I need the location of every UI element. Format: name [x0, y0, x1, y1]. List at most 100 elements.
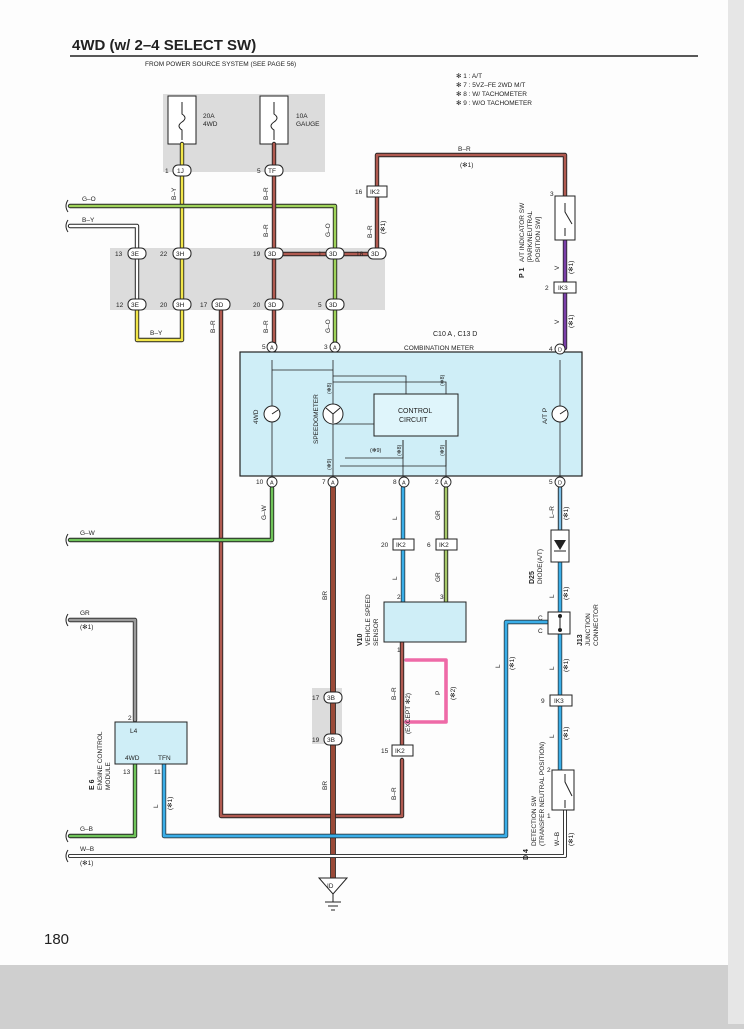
wire-note: (✻1) [508, 657, 516, 670]
gauge-atp: A/T P [542, 405, 569, 424]
wire-note: (✻1) [567, 315, 575, 328]
wire-label-wb: W–B [554, 832, 561, 846]
meter-note: (✻9) [439, 445, 446, 456]
pin-number: 22 [160, 251, 168, 258]
wire-note: (✻1) [80, 859, 93, 867]
pin-number: 20 [160, 302, 168, 309]
meter-note: (✻8) [396, 445, 403, 456]
e6-name: MODULE [105, 762, 112, 790]
wire-note: (✻1) [567, 261, 575, 274]
paper-sheet [0, 0, 728, 965]
wire-br-return [219, 308, 404, 818]
legend-item: ✻ 7 : 5VZ–FE 2WD M/T [456, 81, 525, 89]
j13-name: CONNECTOR [593, 604, 600, 646]
wire-label-go: G–O [82, 196, 96, 203]
legend-item: ✻ 1 : A/T [456, 72, 482, 80]
wire-label-l: L [392, 516, 399, 520]
connector-3d: 3D 5 [318, 298, 345, 311]
pin-number: 20 [381, 542, 389, 549]
pin-number: 19 [253, 251, 261, 258]
wire-note: (✻1) [567, 833, 575, 846]
meter-pin: D 4 [549, 343, 566, 355]
wire-label-wb: W–B [80, 846, 94, 853]
meter-pin: A10 [256, 476, 278, 488]
power-source-note: FROM POWER SOURCE SYSTEM (SEE PAGE 56) [145, 61, 296, 68]
connector-ik3: IK3 9 [541, 694, 573, 707]
connector-3h: 3H 20 [160, 298, 192, 311]
meter-note: (✻9) [370, 447, 381, 454]
svg-text:C: C [538, 615, 543, 622]
svg-text:3D: 3D [215, 302, 224, 309]
svg-text:1: 1 [547, 813, 551, 820]
pin-number: 12 [116, 302, 124, 309]
meter-pin: A7 [322, 476, 339, 488]
connector-tf: TF 5 [257, 164, 284, 177]
wire-label-gb: G–B [80, 826, 93, 833]
wire-label-by: B–Y [82, 217, 95, 224]
pin-number: 2 [545, 285, 549, 292]
svg-text:1J: 1J [177, 168, 184, 175]
pin-number: 11 [154, 769, 161, 776]
wire-label-br: B–R [391, 787, 398, 800]
v10-name: SENSOR [373, 618, 380, 646]
connector-3d: 3D 18 [356, 247, 387, 260]
wire-label-br: BR [322, 591, 329, 600]
gauge-4wd-label: 4WD [253, 409, 260, 424]
wire-label-by: B–Y [171, 187, 178, 200]
d4-name: DETECTION SW [531, 795, 538, 846]
wire-wb [68, 808, 567, 858]
connector-ik2: IK2 15 [381, 744, 414, 757]
gauge-4wd: 4WD [253, 405, 281, 424]
svg-text:3D: 3D [329, 251, 338, 258]
svg-text:3D: 3D [268, 251, 277, 258]
pin-number: 19 [312, 737, 320, 744]
fuse-amp: 10A [296, 113, 308, 120]
meter-pin: A8 [393, 476, 410, 488]
control-circuit-line: CIRCUIT [399, 417, 428, 424]
d4-detection-switch: 2 1 D 4 DETECTION SW (TRANSFER NEUTRAL P… [523, 742, 575, 860]
e6-code: E 6 [89, 779, 96, 790]
page-number: 180 [44, 931, 69, 948]
wire-gr [68, 618, 137, 722]
wire-label-p: P [435, 691, 442, 695]
svg-text:TF: TF [268, 168, 276, 175]
svg-text:3D: 3D [329, 302, 338, 309]
e6-engine-control-module: L4 4WD TFN 2 13 11 E 6 ENGINE CONTROL MO… [89, 715, 188, 790]
connector-3h: 3H 22 [160, 247, 192, 260]
wire-by-left [68, 224, 139, 302]
pin-number: 3 [440, 594, 444, 601]
wire-label-gr: GR [435, 572, 442, 582]
svg-text:A: A [444, 481, 448, 487]
connector-3e: 3E 12 [116, 298, 147, 311]
meter-note: (✻8) [326, 383, 333, 394]
svg-text:A: A [270, 346, 274, 352]
p1-code: P 1 [519, 268, 526, 278]
svg-text:IK3: IK3 [554, 698, 564, 705]
connector-ik2: IK2 6 [427, 538, 458, 551]
v10-vehicle-speed-sensor: 2 3 1 V10 VEHICLE SPEED SENSOR [357, 594, 467, 654]
v10-code: V10 [357, 633, 364, 646]
fuse-amp: 20A [203, 113, 215, 120]
wire-label-l: L [549, 666, 556, 670]
connector-1j: 1J 1 [165, 164, 192, 177]
pin-number: 5 [318, 302, 322, 309]
control-circuit: CONTROL CIRCUIT [373, 393, 459, 437]
wire-note: (✻1) [562, 587, 570, 600]
d25-code: D25 [529, 571, 536, 584]
svg-text:IK3: IK3 [558, 285, 568, 292]
pin-number: 1 [165, 168, 169, 175]
pin-number: 5 [257, 168, 261, 175]
pin-number: 15 [381, 748, 389, 755]
svg-text:D: D [558, 348, 562, 354]
fuse-gauge: 10A GAUGE [259, 95, 320, 145]
combination-meter [239, 351, 583, 477]
pin-number: 5 [262, 344, 266, 351]
wire-note: (✻1) [562, 659, 570, 672]
meter-pin: D5 [549, 476, 566, 488]
ecm-pin-label: 4WD [125, 755, 140, 762]
p1-indicator-switch: 3 P 1 A/T INDICATOR SW [PARK/NEUTRAL POS… [519, 191, 576, 278]
wire-label-l: L [549, 734, 556, 738]
connector-ik2: IK2 20 [381, 538, 415, 551]
j13-name: JUNCTION [585, 613, 592, 646]
